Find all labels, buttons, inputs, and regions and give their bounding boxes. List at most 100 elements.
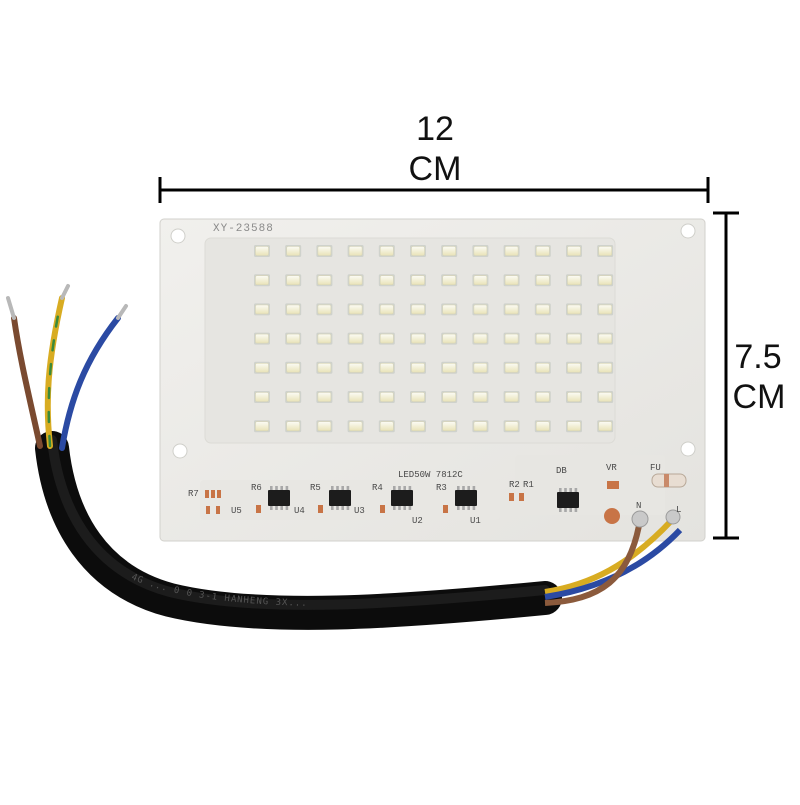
led-chip xyxy=(378,245,395,257)
led-chip xyxy=(503,274,520,287)
led-chip xyxy=(410,303,426,316)
copper-pad xyxy=(205,490,209,498)
led-chip xyxy=(441,332,458,345)
led-chip xyxy=(316,332,333,345)
led-chip xyxy=(316,391,333,403)
led-chip xyxy=(347,332,364,345)
led-chip xyxy=(566,245,582,257)
led-chip xyxy=(285,274,302,287)
led-chip xyxy=(285,361,302,374)
led-chip xyxy=(597,420,614,433)
terminal-label-n: N xyxy=(636,501,641,511)
led-chip xyxy=(316,303,333,316)
height-unit-label: CM xyxy=(732,378,786,416)
led-chip xyxy=(597,391,614,403)
copper-pad xyxy=(256,505,261,513)
copper-pad xyxy=(211,490,215,498)
driver-ic-u1 xyxy=(455,486,477,510)
label-r3: R3 xyxy=(436,483,447,493)
led-chip xyxy=(503,420,520,433)
led-chip xyxy=(316,361,333,374)
led-chip xyxy=(566,420,582,433)
driver-ic-u2 xyxy=(391,486,413,510)
label-u1: U1 xyxy=(470,516,481,526)
led-chip xyxy=(566,274,582,287)
pcb-board xyxy=(159,218,706,542)
led-chip xyxy=(316,420,333,433)
led-chip xyxy=(378,274,395,287)
label-u5: U5 xyxy=(231,506,242,516)
led-chip xyxy=(285,391,302,403)
led-chip xyxy=(378,303,395,316)
fuse xyxy=(651,473,687,488)
led-chip xyxy=(347,361,364,374)
led-chip xyxy=(472,361,489,374)
led-chip xyxy=(441,391,458,403)
led-chip xyxy=(316,274,333,287)
led-chip xyxy=(472,420,489,433)
led-chip xyxy=(566,361,582,374)
height-dimension-line xyxy=(713,211,739,540)
label-fu: FU xyxy=(650,463,661,473)
led-chip xyxy=(534,245,551,257)
led-chip xyxy=(597,274,614,287)
copper-pad xyxy=(217,490,221,498)
led-chip xyxy=(534,274,551,287)
led-chip xyxy=(534,361,551,374)
led-chip xyxy=(534,332,551,345)
led-chip xyxy=(441,303,458,316)
led-chip xyxy=(254,361,270,374)
driver-ic-u3 xyxy=(329,486,351,510)
terminal-label-l: L xyxy=(676,505,681,515)
led-chip xyxy=(534,391,551,403)
led-chip xyxy=(441,361,458,374)
led-chip xyxy=(472,391,489,403)
led-chip xyxy=(472,274,489,287)
led-chip xyxy=(347,303,364,316)
led-chip xyxy=(254,274,270,287)
label-r7: R7 xyxy=(188,489,199,499)
led-chip xyxy=(597,332,614,345)
led-chip xyxy=(347,245,364,257)
copper-pad xyxy=(216,506,220,514)
led-chip xyxy=(254,245,270,257)
led-chip xyxy=(254,332,270,345)
led-chip xyxy=(347,391,364,403)
led-chip xyxy=(597,303,614,316)
label-r2: R2 xyxy=(509,480,520,490)
led-chip xyxy=(410,420,426,433)
led-chip xyxy=(441,420,458,433)
width-value-label: 12 xyxy=(416,110,454,148)
width-dimension-line xyxy=(158,177,710,203)
led-chip xyxy=(410,332,426,345)
led-chip xyxy=(503,303,520,316)
board-model-marking: XY-23588 xyxy=(213,223,274,235)
led-chip xyxy=(534,420,551,433)
label-vr: VR xyxy=(606,463,617,473)
led-chip xyxy=(285,245,302,257)
led-chip xyxy=(347,420,364,433)
label-u4: U4 xyxy=(294,506,305,516)
led-chip xyxy=(472,303,489,316)
led-chip xyxy=(441,245,458,257)
height-value-label: 7.5 xyxy=(734,338,782,376)
copper-pad xyxy=(318,505,323,513)
led-chip xyxy=(503,361,520,374)
led-chip xyxy=(254,420,270,433)
copper-pad xyxy=(443,505,448,513)
left-wire-ends xyxy=(6,284,128,451)
width-unit-label: CM xyxy=(408,150,462,188)
label-r1: R1 xyxy=(523,480,534,490)
led-chip xyxy=(503,391,520,403)
led-chip xyxy=(410,361,426,374)
label-r4: R4 xyxy=(372,483,383,493)
label-db: DB xyxy=(556,466,567,476)
copper-pad xyxy=(509,493,514,501)
part-marking: LED50W 7812C xyxy=(398,470,463,480)
led-chip xyxy=(254,303,270,316)
led-chip xyxy=(347,274,364,287)
led-chip xyxy=(410,245,426,257)
